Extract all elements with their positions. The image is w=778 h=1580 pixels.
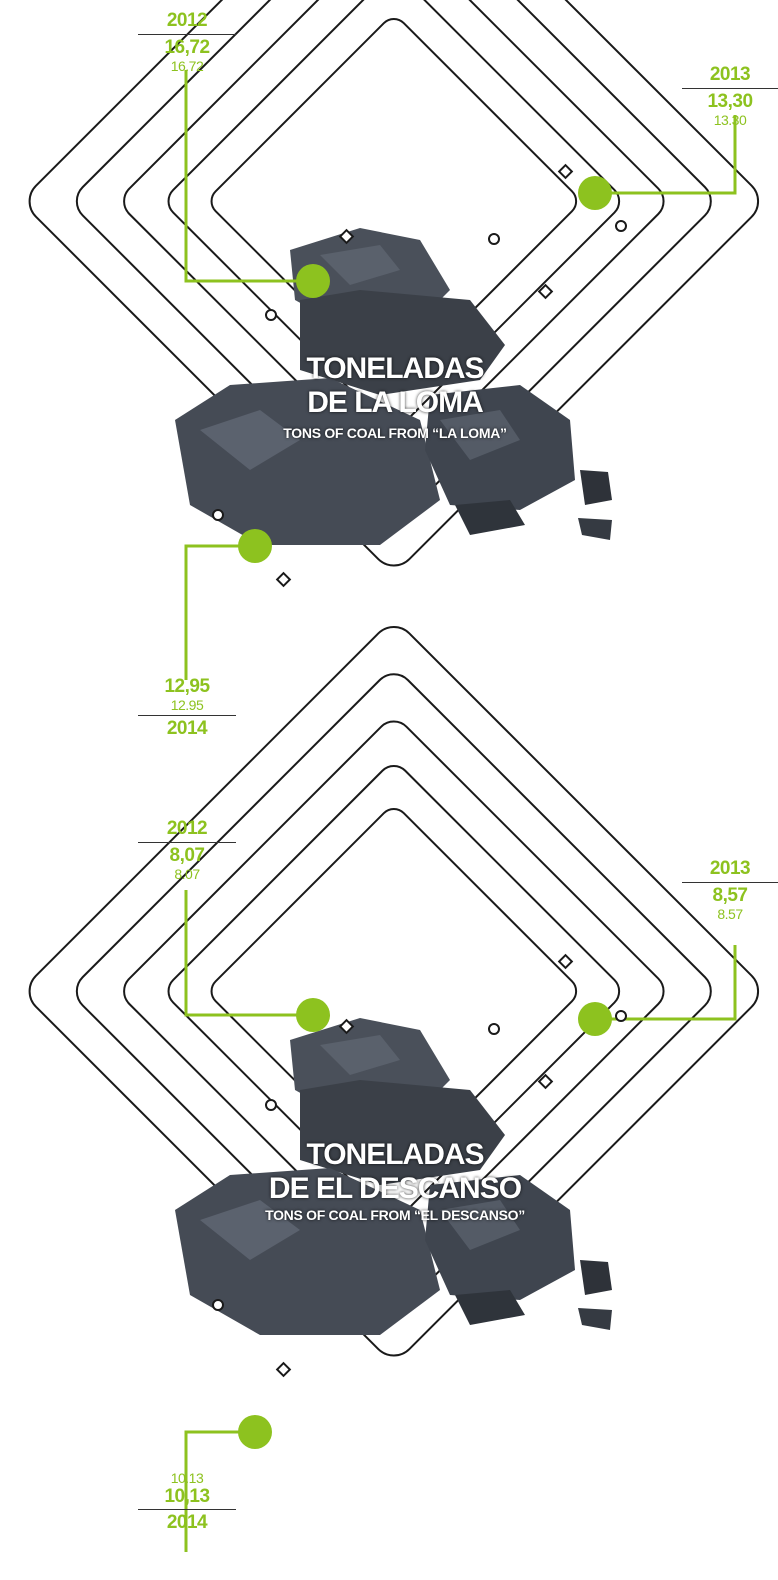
node-circle [488, 233, 500, 245]
marker-2013 [578, 176, 612, 210]
node-circle [212, 509, 224, 521]
value-alt-2014: 10.13 [170, 1470, 204, 1486]
node-circle [265, 1099, 277, 1111]
marker-2014 [238, 1415, 272, 1449]
node-diamond [557, 163, 574, 180]
marker-2014 [238, 529, 272, 563]
marker-2012 [296, 264, 330, 298]
label-2014: 10.13 10,13 2014 [138, 1470, 236, 1534]
label-2013: 2013 8,57 8.57 [682, 858, 778, 922]
value-alt-2014: 12.95 [170, 697, 204, 713]
ring-nodes [212, 953, 627, 1378]
title-line1: TONELADAS [306, 352, 484, 385]
value-alt-2012: 16.72 [170, 58, 204, 74]
node-diamond [275, 1361, 292, 1378]
year-2012: 2012 [166, 818, 208, 839]
ring-2 [167, 764, 621, 1218]
node-circle [615, 220, 627, 232]
ring-3 [123, 720, 665, 1262]
label-2013: 2013 13,30 13.30 [682, 64, 778, 128]
connector-2012 [184, 70, 313, 283]
node-diamond [557, 953, 574, 970]
node-diamond [275, 571, 292, 588]
divider [138, 1509, 236, 1510]
node-diamond [338, 228, 355, 245]
subtitle: TONS OF COAL FROM “EL DESCANSO” [265, 1207, 525, 1223]
label-2014: 12,95 12.95 2014 [138, 676, 236, 740]
value-2012: 8,07 [169, 845, 205, 866]
marker-2013 [578, 1002, 612, 1036]
ring-3 [123, 0, 665, 472]
coal-rocks-image [175, 1018, 612, 1335]
node-circle [265, 309, 277, 321]
divider [682, 882, 778, 883]
diamond-diagram [28, 626, 760, 1552]
node-circle [212, 1299, 224, 1311]
value-2014: 12,95 [164, 676, 210, 697]
panel-title: TONELADAS DE LA LOMA TONS OF COAL FROM “… [255, 352, 535, 442]
value-2013: 13,30 [707, 91, 753, 112]
ring-4 [75, 0, 712, 520]
connector-2013 [595, 945, 737, 1021]
value-alt-2013: 8.57 [717, 906, 743, 922]
divider [682, 88, 778, 89]
ring-4 [75, 673, 712, 1310]
connectors [184, 70, 737, 680]
ring-5 [28, 626, 760, 1357]
value-alt-2013: 13.30 [713, 112, 747, 128]
subtitle: TONS OF COAL FROM “LA LOMA” [283, 425, 507, 441]
marker-2012 [296, 998, 330, 1032]
node-diamond [537, 283, 554, 300]
coal-rocks-image [175, 228, 612, 545]
value-2012: 16,72 [164, 37, 210, 58]
connector-2012 [184, 890, 313, 1017]
value-alt-2012: 8.07 [174, 866, 200, 882]
diamond-diagram [28, 0, 760, 680]
label-2012: 2012 8,07 8.07 [138, 818, 236, 882]
ring-5 [28, 0, 760, 567]
year-2014: 2014 [166, 1512, 208, 1533]
panel-la-loma: TONELADAS DE LA LOMA TONS OF COAL FROM “… [28, 0, 778, 740]
panel-el-descanso: TONELADAS DE EL DESCANSO TONS OF COAL FR… [0, 626, 778, 1580]
label-2012: 2012 16,72 16.72 [138, 10, 236, 74]
connector-2013 [595, 115, 737, 195]
node-circle [488, 1023, 500, 1035]
title-line2: DE EL DESCANSO [268, 1172, 522, 1205]
year-2012: 2012 [166, 10, 208, 31]
title-line1: TONELADAS [306, 1138, 484, 1171]
year-2014: 2014 [166, 718, 208, 739]
value-2013: 8,57 [712, 885, 748, 906]
year-2013: 2013 [709, 64, 751, 85]
ring-nodes [212, 163, 627, 588]
connector-2014 [184, 544, 255, 680]
value-2014: 10,13 [164, 1486, 210, 1507]
divider [138, 842, 236, 843]
node-diamond [338, 1018, 355, 1035]
panel-title: TONELADAS DE EL DESCANSO TONS OF COAL FR… [245, 1138, 545, 1224]
connector-2014 [184, 1430, 255, 1552]
year-2013: 2013 [709, 858, 751, 879]
node-diamond [537, 1073, 554, 1090]
divider [138, 34, 236, 35]
divider [138, 715, 236, 716]
ring-2 [167, 0, 621, 428]
diamond-rings [28, 626, 760, 1357]
connectors [184, 890, 737, 1552]
title-line2: DE LA LOMA [307, 386, 484, 419]
node-circle [615, 1010, 627, 1022]
